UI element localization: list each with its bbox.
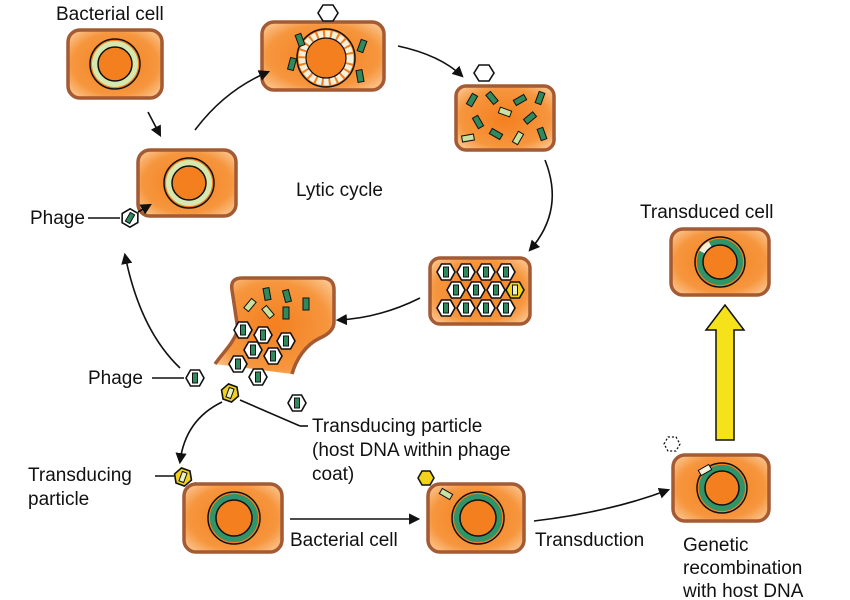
cell-recombining	[663, 436, 771, 523]
cell-phage-dna-injected	[260, 4, 386, 92]
label-transducing-particle-desc-1: Transducing particle	[312, 416, 482, 437]
lysed-cell-releasing-phages	[213, 276, 336, 386]
label-transducing-particle-left-2: particle	[28, 489, 89, 510]
label-genetic-recombination-3: with host DNA	[682, 581, 804, 600]
phage-icon	[185, 369, 205, 387]
label-bacterial-cell-top: Bacterial cell	[56, 4, 164, 25]
cell-replicating-phage-parts	[454, 64, 556, 152]
cell-receiving-host-dna	[417, 470, 526, 554]
label-phage-1: Phage	[30, 208, 85, 229]
label-transducing-particle-desc-3: coat)	[312, 464, 354, 485]
label-transducing-particle-left-1: Transducing	[28, 465, 132, 486]
bacterial-cell-initial	[66, 28, 164, 100]
label-genetic-recombination-1: Genetic	[683, 535, 748, 556]
transduced-cell	[669, 227, 771, 297]
bacterial-cell-recipient	[182, 482, 284, 554]
cell-full-of-phages	[428, 256, 532, 326]
phage-icon	[287, 394, 307, 412]
empty-transducing-coat-icon	[417, 470, 435, 486]
bacterial-cell-infected	[136, 148, 238, 218]
label-transducing-particle-desc-2: (host DNA within phage	[312, 440, 511, 461]
label-phage-2: Phage	[88, 368, 143, 389]
label-transduction: Transduction	[535, 530, 644, 551]
empty-phage-coat-icon	[317, 4, 339, 22]
yellow-arrow	[704, 303, 746, 441]
label-transduced-cell: Transduced cell	[640, 202, 773, 223]
label-lytic-cycle: Lytic cycle	[296, 180, 383, 201]
label-bacterial-cell-bottom: Bacterial cell	[290, 530, 398, 551]
transducing-particle-icon	[218, 381, 242, 405]
cycle-arrows	[121, 45, 671, 525]
dotted-phage-coat-icon	[663, 436, 681, 452]
label-genetic-recombination-2: recombination	[683, 558, 802, 579]
